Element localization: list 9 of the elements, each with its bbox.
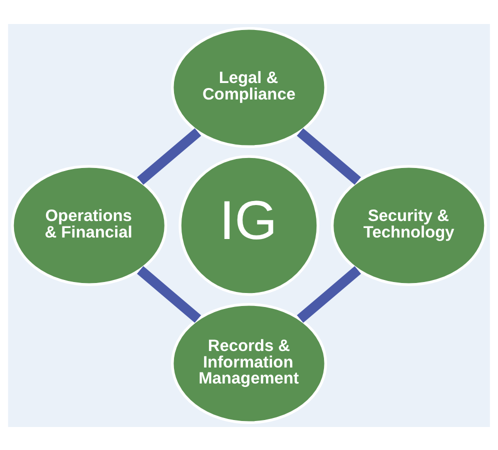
- connector: [296, 266, 362, 322]
- connector: [137, 128, 202, 184]
- node-ellipse: Legal & Compliance: [170, 26, 328, 148]
- node-ellipse: Operations & Financial: [11, 164, 168, 286]
- node-circle: IG: [178, 154, 320, 296]
- connector: [296, 128, 361, 184]
- connector: [136, 266, 202, 322]
- node-ellipse: Security & Technology: [330, 164, 487, 286]
- node-ellipse: Records & Information Management: [170, 302, 328, 424]
